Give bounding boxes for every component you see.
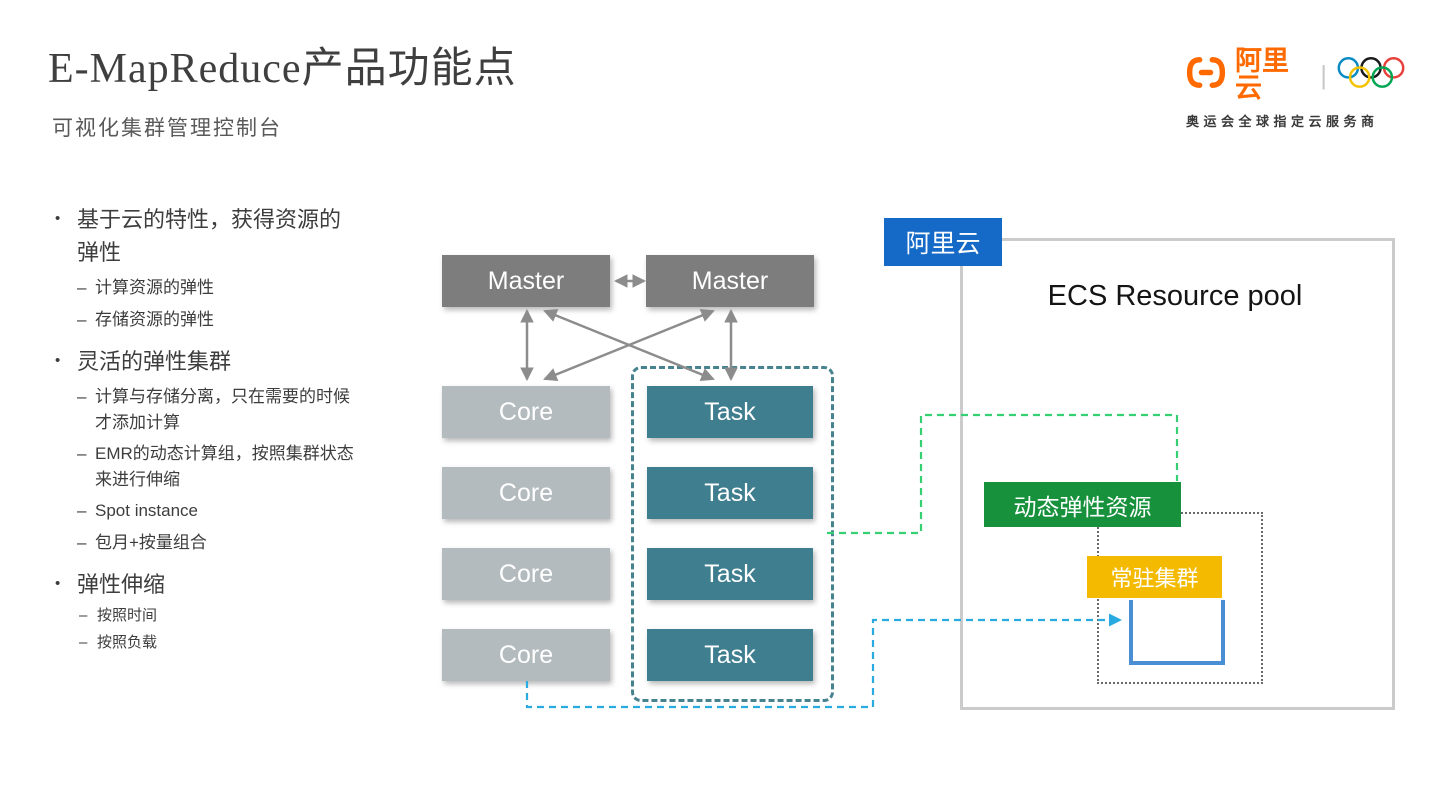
resident-cluster-zone [1097, 512, 1263, 684]
bullet-marker: – [79, 607, 88, 624]
task-node: Task [647, 548, 813, 600]
bullet-text: 存储资源的弹性 [95, 309, 214, 329]
bullet-marker: – [77, 387, 87, 406]
master-node: Master [646, 255, 814, 307]
bullet-item: • 弹性伸缩 [55, 568, 407, 601]
bullet-text: 按照时间 [97, 607, 158, 624]
page-subtitle: 可视化集群管理控制台 [52, 116, 282, 140]
bullet-list: •基于云的特性，获得资源的弹性–计算资源的弹性–存储资源的弹性•灵活的弹性集群–… [55, 190, 407, 658]
bullet-marker: – [77, 278, 87, 297]
logo-row: 阿里云 | [1186, 48, 1406, 102]
bullet-text: 弹性伸缩 [77, 572, 166, 597]
bullet-text: EMR的动态计算组，按照集群状态来进行伸缩 [95, 444, 354, 489]
bullet-marker: – [77, 501, 87, 520]
provider-badge: 阿里云 [884, 218, 1002, 266]
bullet-text: Spot instance [95, 501, 199, 520]
master-node: Master [442, 255, 610, 307]
sub-bullet-item: –Spot instance [77, 498, 407, 524]
bullet-text: 灵活的弹性集群 [77, 349, 232, 374]
brand-name: 阿里云 [1235, 46, 1289, 103]
bullet-marker: – [77, 532, 87, 552]
logo-divider: | [1320, 60, 1327, 90]
bullet-marker: • [55, 210, 61, 227]
core-node: Core [442, 386, 610, 438]
sub-bullet-item: –计算资源的弹性 [77, 275, 407, 301]
bullet-item: • 灵活的弹性集群 [55, 345, 407, 378]
bullet-marker: • [55, 575, 61, 592]
resident-cluster-badge: 常驻集群 [1087, 556, 1222, 598]
core-node: Core [442, 629, 610, 681]
task-node: Task [647, 467, 813, 519]
sub-bullet-item: –EMR的动态计算组，按照集群状态来进行伸缩 [77, 441, 407, 492]
sub-bullet-item: –按照负载 [79, 632, 407, 655]
alibaba-cloud-bracket-icon [1186, 56, 1226, 94]
olympic-rings-icon [1336, 56, 1406, 95]
bullet-marker: • [55, 352, 61, 369]
sub-bullet-item: –计算与存储分离，只在需要的时候才添加计算 [77, 384, 407, 435]
bullet-item: • 基于云的特性，获得资源的弹性 [55, 203, 407, 269]
bullet-text: 计算资源的弹性 [95, 278, 214, 297]
logo-tagline: 奥运会全球指定云服务商 [1186, 114, 1379, 129]
bullet-text: 包月+按量组合 [95, 532, 207, 552]
bullet-text: 按照负载 [97, 633, 158, 651]
task-group-outline [631, 366, 834, 702]
alibaba-cloud-logo: 阿里云 | 奥运会全球指定云服务商 [1186, 48, 1406, 130]
ecs-resource-pool-title: ECS Resource pool [1047, 280, 1303, 312]
bullet-text: 计算与存储分离，只在需要的时候才添加计算 [95, 387, 350, 432]
bullet-marker: – [77, 309, 87, 329]
task-node: Task [647, 386, 813, 438]
page-title: E-MapReduce产品功能点 [48, 46, 517, 92]
bullet-text: 基于云的特性，获得资源的弹性 [77, 207, 342, 265]
sub-bullet-item: –按照时间 [79, 605, 407, 628]
master-row: Master Master [442, 255, 814, 307]
dynamic-resource-badge: 动态弹性资源 [984, 482, 1181, 527]
bullet-marker: – [79, 633, 88, 651]
bullet-marker: – [77, 444, 87, 463]
sub-bullet-item: –存储资源的弹性 [77, 307, 407, 333]
core-node: Core [442, 548, 610, 600]
sub-bullet-item: –包月+按量组合 [77, 530, 407, 556]
core-node: Core [442, 467, 610, 519]
